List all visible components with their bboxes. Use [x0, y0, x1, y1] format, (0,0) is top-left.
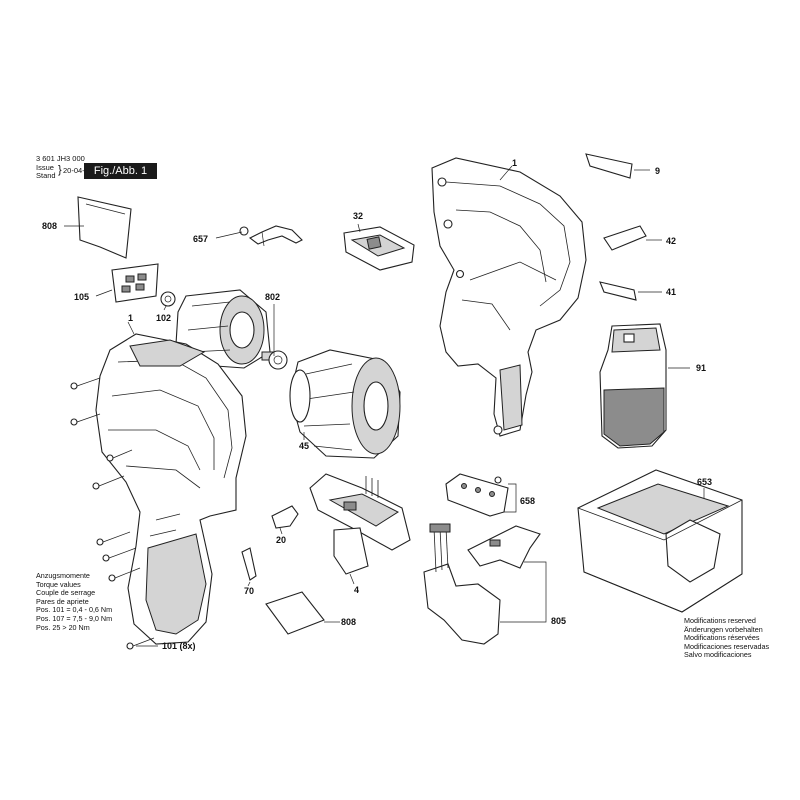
- part-4-electronic-module: [309, 473, 411, 575]
- part-1-housing-half-left: [95, 333, 247, 645]
- callout-4: 4: [354, 585, 360, 595]
- modifications-line: Änderungen vorbehalten: [684, 624, 763, 634]
- callout-32: 32: [353, 211, 364, 221]
- part-9-label: [585, 153, 633, 179]
- callout-1-top: 1: [512, 158, 518, 168]
- torque-line: Pos. 101 = 0,4 - 0,6 Nm: [36, 605, 113, 615]
- part-658-terminal-block: [445, 473, 509, 517]
- torque-line: Torque values: [36, 579, 81, 589]
- modifications-line: Modificaciones reservadas: [684, 641, 770, 651]
- callout-658: 658: [520, 496, 536, 506]
- part-653-charger: [577, 469, 743, 613]
- brace-icon: }: [58, 164, 62, 176]
- callout-653: 653: [697, 477, 713, 487]
- issue-date: 20-04-27: [63, 166, 94, 175]
- issue-label: Issue: [36, 163, 54, 172]
- part-42-label: [603, 225, 647, 251]
- modifications-block: Modifications reserved Änderungen vorbeh…: [684, 616, 770, 660]
- callout-20: 20: [276, 535, 287, 545]
- stand-label: Stand: [36, 171, 56, 180]
- callout-101: 101 (8x): [162, 641, 196, 651]
- modifications-line: Modifications réservées: [684, 633, 760, 643]
- part-802-motor: [175, 289, 288, 370]
- part-808-label-sheet: [77, 196, 132, 259]
- part-32-direction-switch: [343, 226, 415, 271]
- callout-802: 802: [265, 292, 281, 302]
- part-70-spring: [241, 547, 257, 581]
- part-101-screws: [70, 377, 155, 650]
- callout-9: 9: [655, 166, 661, 176]
- torque-values-block: Anzugsmomente Torque values Couple de se…: [36, 571, 113, 632]
- torque-line: Pos. 25 > 20 Nm: [36, 622, 90, 632]
- part-105-switch-plate: [111, 263, 159, 303]
- part-41-label: [599, 281, 637, 301]
- callout-808-top: 808: [42, 221, 58, 231]
- figure-label: Fig./Abb. 1: [84, 163, 157, 179]
- leader-lines: [64, 165, 705, 647]
- callout-805: 805: [551, 616, 567, 626]
- part-657-contact-bracket: [239, 225, 303, 247]
- part-1-housing-half-right: [431, 157, 587, 437]
- torque-line: Pares de apriete: [36, 596, 89, 606]
- part-805-switch-assembly: [423, 523, 541, 645]
- part-45-gearbox: [289, 349, 401, 459]
- modifications-line: Modifications reserved: [684, 616, 756, 625]
- torque-line: Couple de serrage: [36, 588, 96, 598]
- callout-808-bottom: 808: [341, 617, 357, 627]
- torque-line: Anzugsmomente: [36, 571, 90, 580]
- modifications-line: Salvo modificaciones: [684, 650, 752, 660]
- callout-91: 91: [696, 363, 707, 373]
- callout-41: 41: [666, 287, 677, 297]
- callout-70: 70: [244, 586, 255, 596]
- callout-42: 42: [666, 236, 677, 246]
- torque-line: Pos. 107 = 7,5 - 9,0 Nm: [36, 613, 113, 623]
- callout-102: 102: [156, 313, 172, 323]
- part-808-label-sheet-bottom: [265, 591, 325, 635]
- part-91-battery-pack: [599, 323, 667, 449]
- callout-657: 657: [193, 234, 209, 244]
- doc-number: 3 601 JH3 000: [36, 154, 85, 163]
- part-20-clip: [271, 505, 299, 529]
- part-102-led-cap: [160, 291, 176, 307]
- callout-45: 45: [299, 441, 310, 451]
- callout-1-left: 1: [128, 313, 134, 323]
- callout-105: 105: [74, 292, 90, 302]
